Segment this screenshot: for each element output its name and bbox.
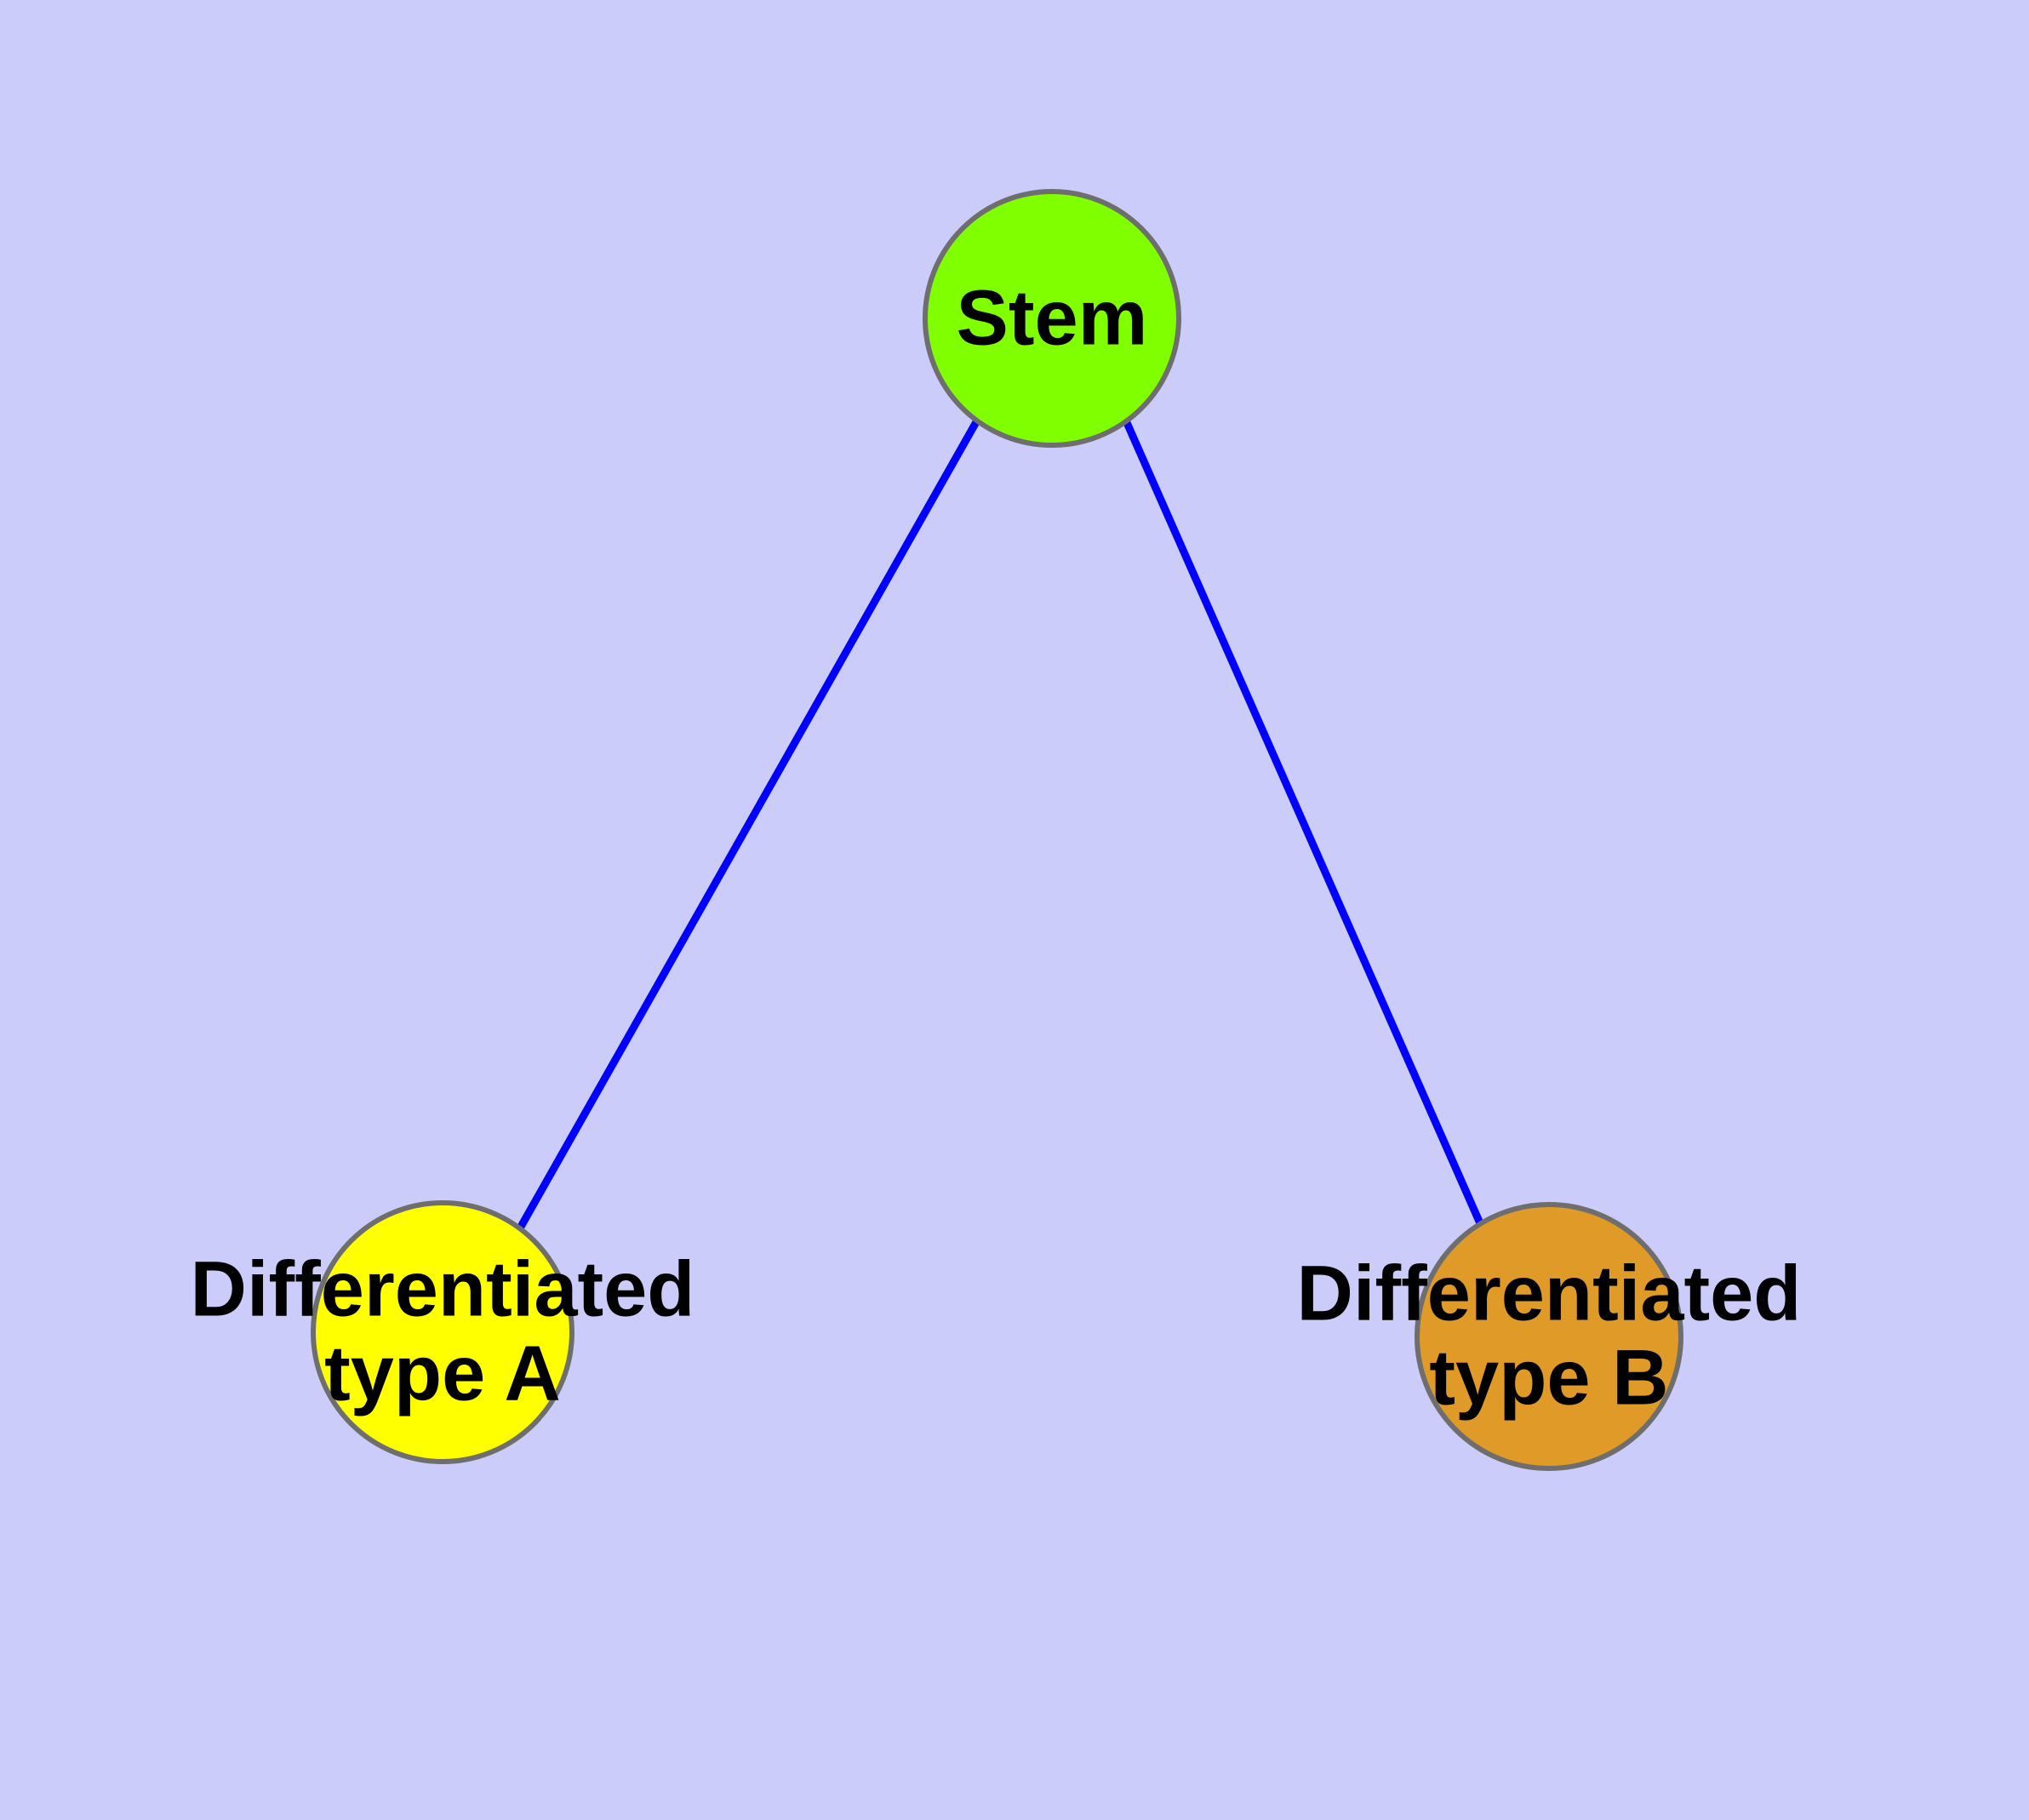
node-circle-differentiated-type-a[interactable] bbox=[311, 1200, 574, 1464]
node-layer bbox=[311, 189, 1683, 1471]
node-circle-stem[interactable] bbox=[923, 189, 1181, 448]
edge-layer bbox=[517, 417, 1484, 1229]
edge-stem-to-differentiated-type-a[interactable] bbox=[517, 418, 980, 1229]
node-circle-differentiated-type-b[interactable] bbox=[1415, 1202, 1683, 1471]
edge-stem-to-differentiated-type-b[interactable] bbox=[1121, 417, 1484, 1225]
